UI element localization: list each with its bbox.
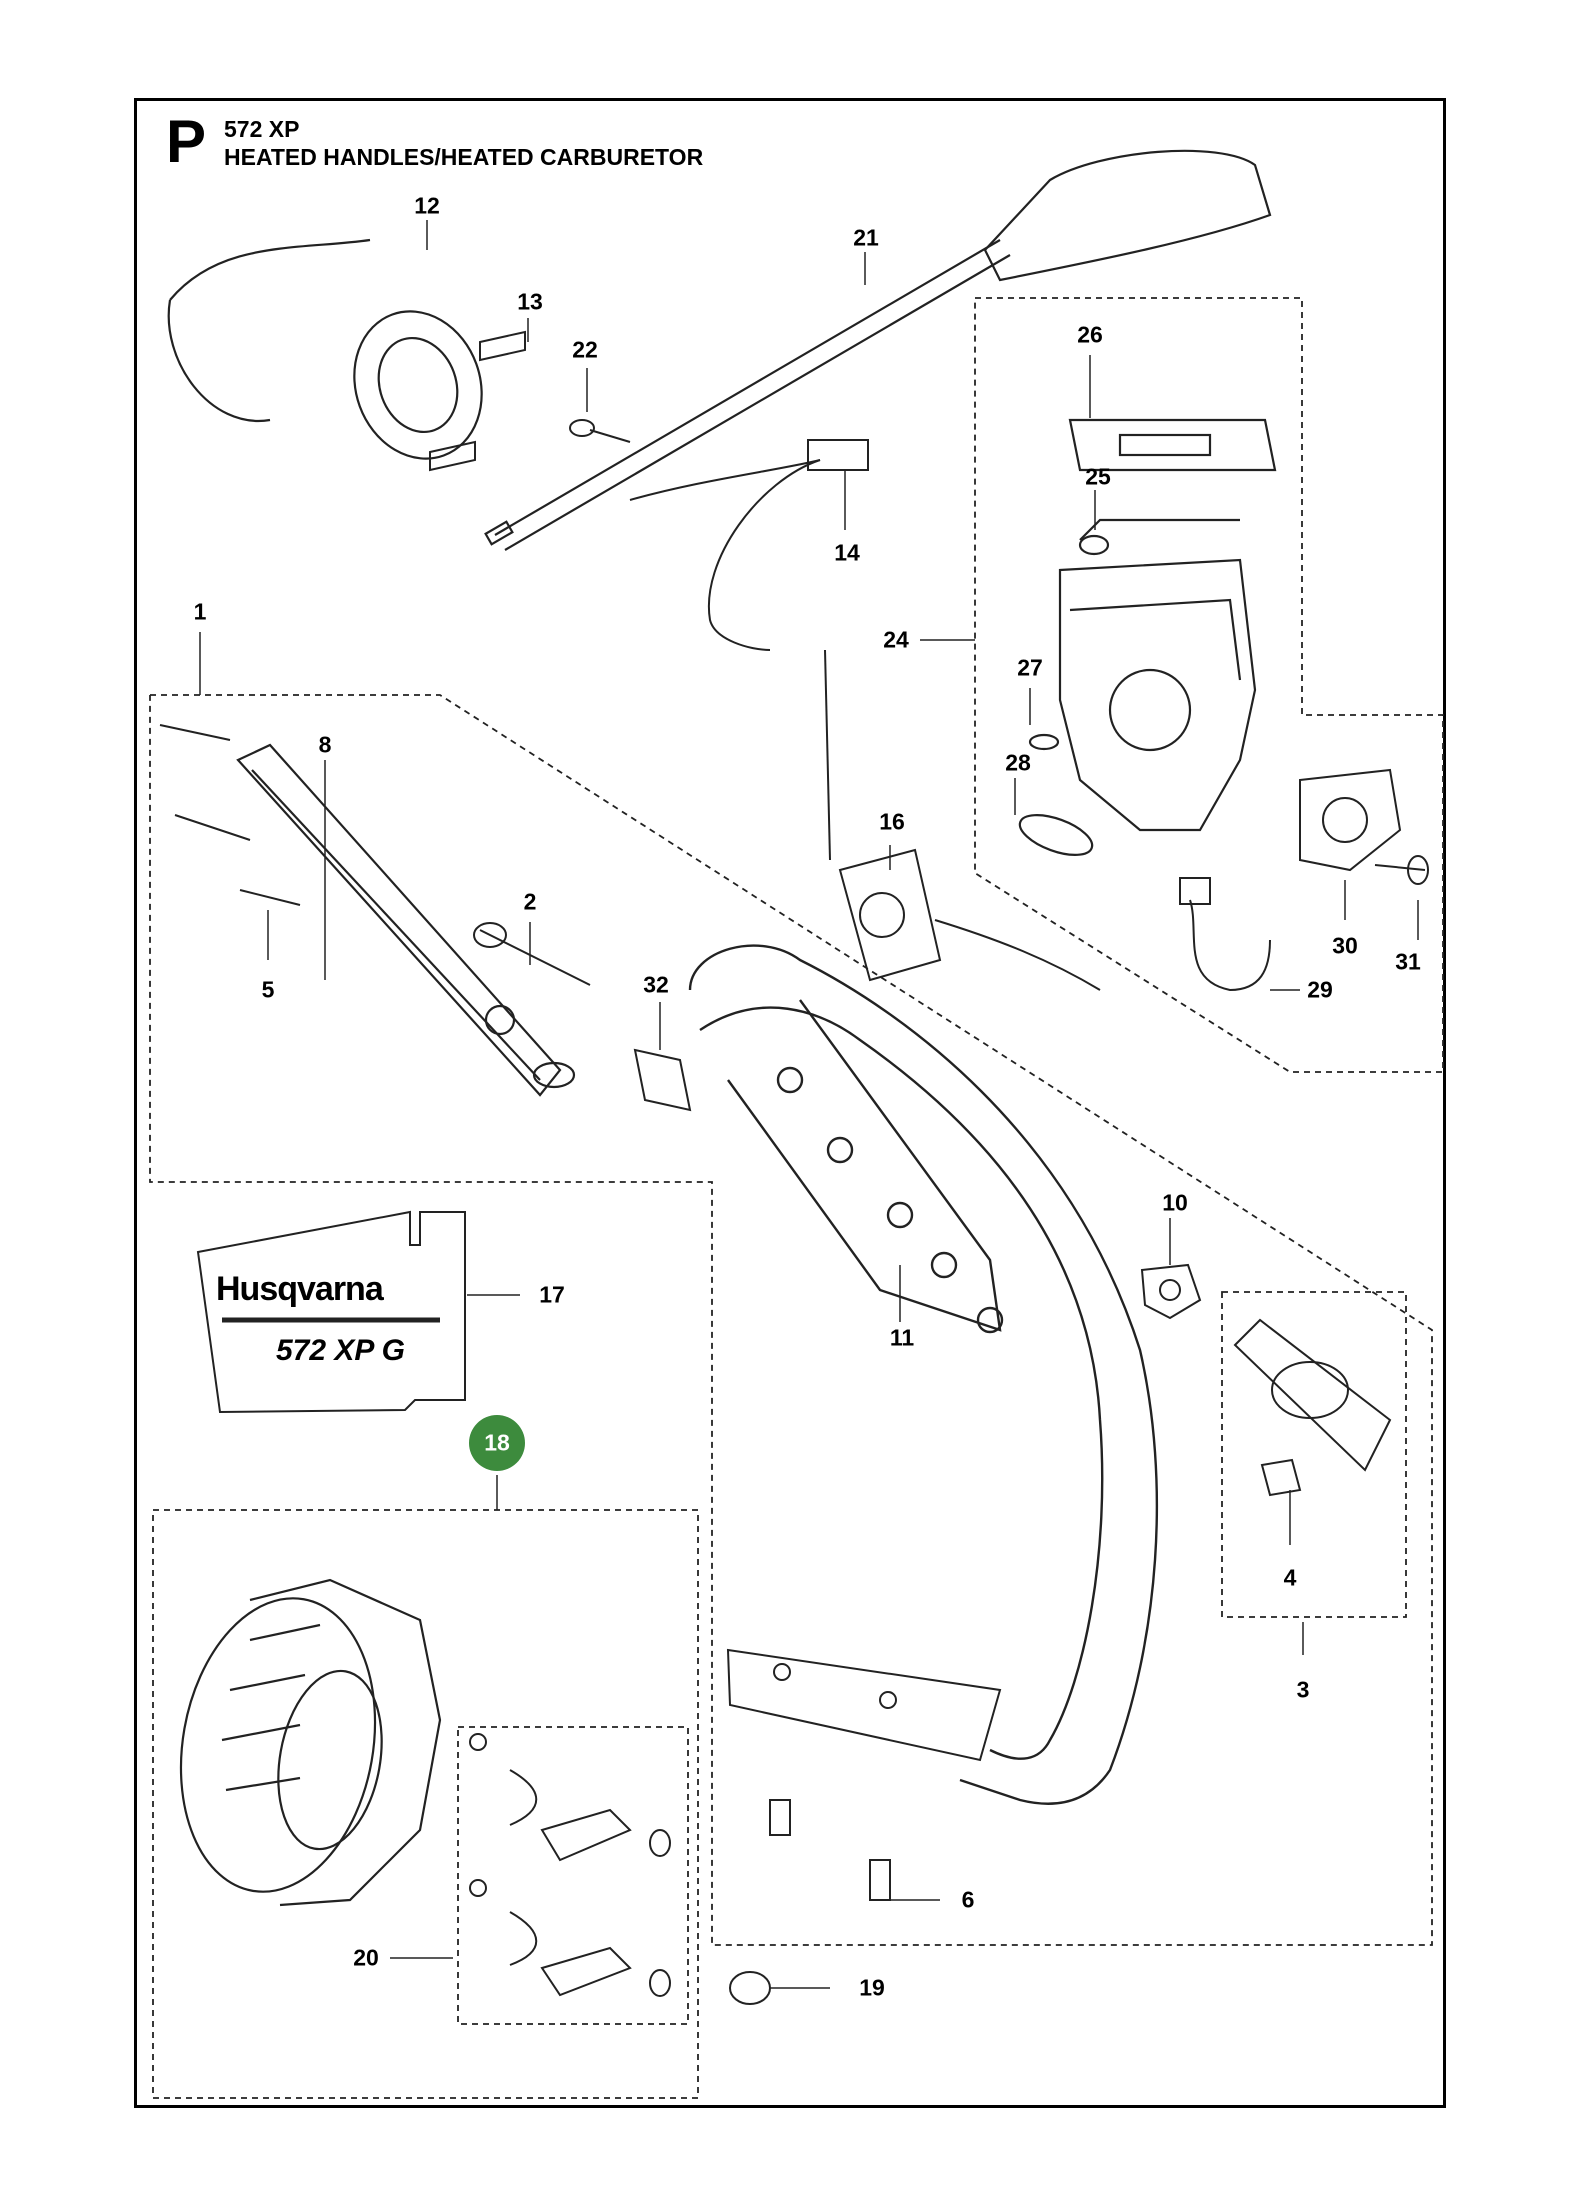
callout-5: 5 xyxy=(261,976,275,1003)
group-box-3 xyxy=(1221,1291,1407,1618)
callout-25: 25 xyxy=(1085,463,1111,490)
group-outlines xyxy=(149,297,1444,2099)
screw-22 xyxy=(569,419,631,443)
group-box-1 xyxy=(149,694,1433,1946)
decal-model-name: 572 XP G xyxy=(276,1334,405,1367)
callout-24: 24 xyxy=(883,626,909,653)
callout-3: 3 xyxy=(1296,1676,1310,1703)
callout-29: 29 xyxy=(1307,976,1333,1003)
section-title: HEATED HANDLES/HEATED CARBURETOR xyxy=(224,144,704,170)
callout-14: 14 xyxy=(834,539,860,566)
callout-31: 31 xyxy=(1395,948,1421,975)
callout-6: 6 xyxy=(961,1886,975,1913)
group-box-24 xyxy=(974,297,1444,1073)
callout-20: 20 xyxy=(353,1944,379,1971)
callout-11: 11 xyxy=(889,1324,915,1351)
highlight-circle-18 xyxy=(469,1415,525,1471)
mount-plate-part xyxy=(726,1648,1002,1762)
bracket-8 xyxy=(236,743,576,1097)
wire-harness-14 xyxy=(629,439,869,651)
damper-10 xyxy=(1140,1263,1202,1320)
clip-32 xyxy=(633,1048,692,1112)
decal-17 xyxy=(196,1210,466,1414)
callout-27: 27 xyxy=(1017,654,1043,681)
callout-1: 1 xyxy=(193,598,207,625)
section-letter: P xyxy=(166,108,207,175)
nut-25 xyxy=(1078,534,1110,556)
gasket-26 xyxy=(1068,418,1277,472)
carburetor-housing-part xyxy=(1018,418,1277,856)
callout-30: 30 xyxy=(1332,932,1358,959)
husqvarna-logo: Husqvarna xyxy=(216,1270,384,1308)
group-box-20 xyxy=(457,1726,689,2025)
pawls-20 xyxy=(469,1733,671,1997)
bolts-5 xyxy=(159,724,301,906)
spring-assembly-3 xyxy=(1233,1318,1392,1472)
callout-13: 13 xyxy=(517,288,543,315)
callout-22: 22 xyxy=(572,336,598,363)
callout-17: 17 xyxy=(539,1281,565,1308)
callout-19: 19 xyxy=(859,1974,885,2001)
screw-31 xyxy=(1374,855,1429,885)
wire-29 xyxy=(1179,877,1271,992)
leader-lines xyxy=(199,220,1419,1989)
sheet-frame xyxy=(134,98,1446,2108)
front-handle-part xyxy=(688,944,1159,1805)
valve-30 xyxy=(1299,768,1402,872)
oring-28 xyxy=(1018,814,1094,856)
flywheel-part xyxy=(179,1578,442,1907)
screws-13 xyxy=(429,330,526,472)
callout-10: 10 xyxy=(1162,1189,1188,1216)
callout-2: 2 xyxy=(523,888,537,915)
callout-4: 4 xyxy=(1283,1564,1297,1591)
callout-26: 26 xyxy=(1077,321,1103,348)
model-name: 572 XP xyxy=(224,116,300,142)
nut-19 xyxy=(729,1971,771,2005)
rubber-mount-2 xyxy=(473,922,591,986)
nut-4 xyxy=(1260,1458,1302,1497)
callout-32: 32 xyxy=(643,971,669,998)
callout-21: 21 xyxy=(853,224,879,251)
callout-28: 28 xyxy=(1005,749,1031,776)
seal-27 xyxy=(1028,733,1060,751)
callout-12: 12 xyxy=(414,192,440,219)
group-box-18 xyxy=(152,1509,699,2099)
callout-16: 16 xyxy=(879,808,905,835)
rear-handle-part xyxy=(484,149,1272,551)
callout-8: 8 xyxy=(318,731,332,758)
heater-ring-part xyxy=(167,238,483,460)
callout-18: 18 xyxy=(484,1429,510,1456)
bolts-6 xyxy=(769,1799,891,1901)
